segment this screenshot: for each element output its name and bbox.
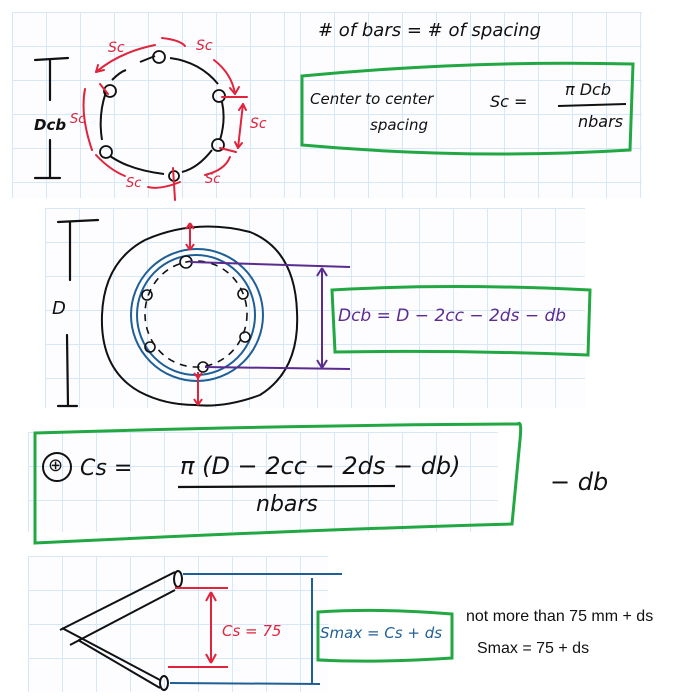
cs-numerator: π (D − 2cc − 2ds − db): [180, 452, 461, 480]
bar-centerline: [144, 260, 248, 368]
cs-tail: − db: [550, 468, 609, 496]
sc-fraction-bar: [557, 103, 627, 107]
cover-arrows: [185, 222, 203, 406]
sc-formula-box: [300, 61, 635, 156]
blue-extension-lines: [169, 573, 342, 685]
d-label: D: [52, 298, 66, 319]
d-dimension-icon: [56, 218, 100, 408]
sc-label-left: Sc: [70, 112, 86, 127]
note-line-1: not more than 75 mm + ds: [466, 608, 654, 625]
cs-fraction-bar: [177, 484, 396, 489]
sc-label-right: Sc: [250, 116, 267, 132]
note-line-2: Smax = 75 + ds: [477, 640, 590, 657]
cs-dimension: [168, 587, 228, 668]
sc-label-top-right: Sc: [196, 38, 213, 54]
marker-symbol: ⊕: [48, 455, 64, 476]
dcb-dimension-lines: [189, 261, 351, 370]
grid-panel-bottom: [28, 556, 328, 692]
sc-numerator: π Dcb: [565, 80, 611, 99]
sc-label-bottom-left: Sc: [126, 176, 142, 191]
dcb-dimension-icon: [33, 56, 70, 180]
dcb-formula: Dcb = D − 2cc − 2ds − db: [338, 306, 567, 326]
sc-equals: Sc =: [490, 92, 528, 111]
grid-panel-top: [12, 12, 342, 198]
grid-panel-formula: [28, 432, 498, 532]
lap-bars: [59, 570, 183, 691]
cs-denominator: nbars: [256, 492, 318, 517]
sc-denominator: nbars: [578, 112, 624, 131]
marker-circle: [42, 452, 72, 482]
sc-label-top-left: Sc: [108, 40, 125, 56]
bars-equals-spacing-note: # of bars = # of spacing: [318, 20, 542, 41]
tie-outer: [130, 248, 264, 382]
dcb-formula-box: [330, 285, 592, 357]
grid-panel-middle: [45, 208, 585, 408]
center-to-center-label: Center to center: [310, 90, 434, 108]
spacing-arrows: [82, 37, 248, 201]
tie-inner: [136, 254, 256, 376]
spacing-label: spacing: [370, 116, 428, 134]
column-bars: [141, 255, 251, 373]
sc-label-bottom-right: Sc: [205, 172, 221, 187]
bar-ring: [99, 55, 225, 175]
cs-75-label: Cs = 75: [222, 622, 282, 640]
cs-equals: Cs =: [80, 456, 133, 481]
dcb-label: Dcb: [34, 116, 67, 134]
cs-formula-box: [33, 421, 523, 545]
column-outline: [100, 225, 299, 407]
smax-formula-box: [316, 608, 454, 663]
smax-formula: Smax = Cs + ds: [320, 624, 443, 642]
